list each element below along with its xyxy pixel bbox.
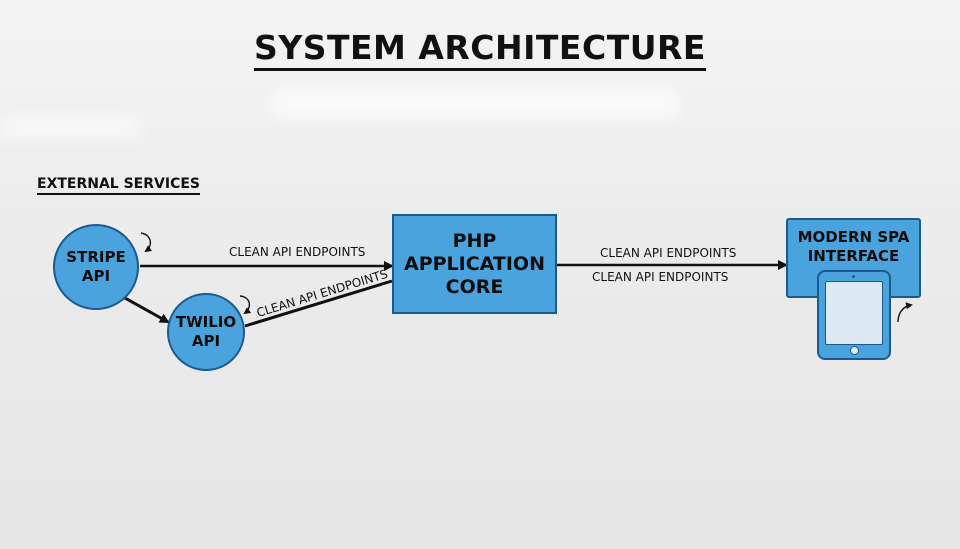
page-title: SYSTEM ARCHITECTURE — [0, 28, 960, 71]
edge-label-stripe-to-php: CLEAN API ENDPOINTS — [229, 245, 366, 259]
edge-stripe-to-twilio — [124, 296, 170, 324]
edge-twilio-to-php — [244, 279, 393, 328]
tablet-screen — [825, 281, 883, 345]
tablet-icon — [817, 270, 891, 360]
background-highlight — [270, 90, 680, 118]
background-highlight-left — [0, 118, 140, 138]
edge-label-php-to-spa-top: CLEAN API ENDPOINTS — [600, 246, 737, 260]
section-label-external-services: EXTERNAL SERVICES — [37, 176, 200, 195]
tablet-home-button — [850, 346, 859, 355]
tablet-camera — [852, 275, 855, 278]
refresh-arrow-icon — [897, 302, 913, 323]
refresh-arrow-icon — [140, 232, 153, 253]
edge-label-php-to-spa-bottom: CLEAN API ENDPOINTS — [592, 270, 729, 284]
refresh-arrow-icon — [239, 295, 252, 315]
